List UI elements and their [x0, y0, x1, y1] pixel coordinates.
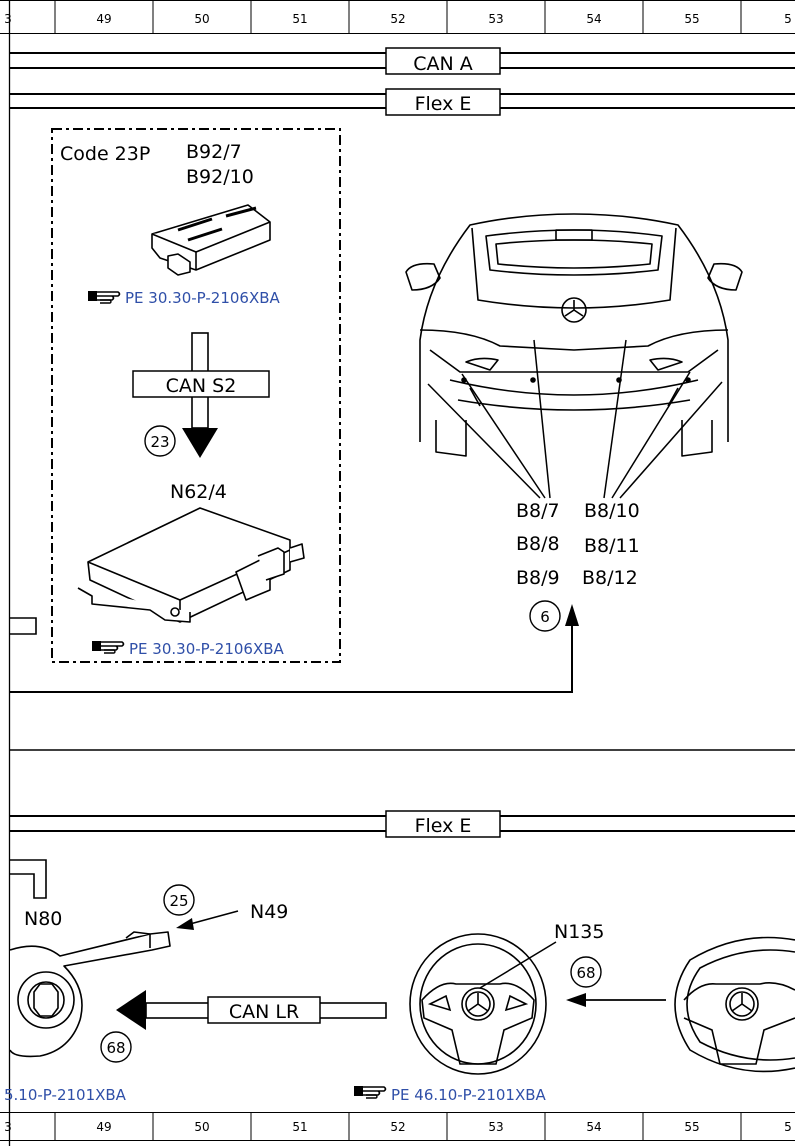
ruler-cell: 54 [586, 12, 601, 26]
ruler-cell: 50 [194, 12, 209, 26]
control-unit-drawing [77, 507, 305, 623]
code-23p-group: Code 23P B92/7 B92/10 PE 30.30-P-2106XBA… [51, 128, 341, 663]
ruler-cell: 3 [4, 1120, 12, 1134]
reference-link-1[interactable]: PE 30.30-P-2106XBA [125, 289, 281, 307]
reference-link-2[interactable]: PE 30.30-P-2106XBA [129, 640, 285, 658]
sensor-b8-8: B8/8 [516, 533, 560, 555]
ruler-cell: 5 [784, 12, 792, 26]
car-rear-drawing [405, 213, 743, 457]
can-lr-arrow: CAN LR [116, 990, 387, 1030]
circle-68-right: 68 [576, 964, 595, 982]
ruler-cell: 52 [390, 1120, 405, 1134]
ruler-cell: 51 [292, 1120, 307, 1134]
can-a-bus: CAN A [10, 47, 795, 75]
ruler-cell: 55 [684, 1120, 699, 1134]
can-s2-arrow: CAN S2 [132, 332, 270, 458]
can-a-label: CAN A [413, 53, 473, 75]
ruler-cell: 51 [292, 12, 307, 26]
ruler-cell: 3 [4, 12, 12, 26]
steering-wheel-partial-drawing [674, 936, 795, 1073]
module-n80: N80 [24, 908, 62, 930]
flex-e-bottom-label: Flex E [415, 815, 472, 837]
flex-e-bus-top: Flex E [10, 88, 795, 116]
reference-hand-icon [91, 640, 125, 654]
module-n49: N49 [250, 901, 288, 923]
can-s2-label: CAN S2 [166, 375, 237, 397]
component-b92-10: B92/10 [186, 166, 254, 188]
code-label: Code 23P [60, 143, 150, 165]
ruler-cell: 50 [194, 1120, 209, 1134]
ruler-cell: 54 [586, 1120, 601, 1134]
ruler-cell: 49 [96, 1120, 111, 1134]
component-b92-7: B92/7 [186, 141, 242, 163]
reference-link-right[interactable]: PE 46.10-P-2101XBA [391, 1086, 547, 1104]
ruler-cell: 53 [488, 1120, 503, 1134]
sensor-b8-9: B8/9 [516, 567, 560, 589]
ruler-cell: 49 [96, 12, 111, 26]
sensor-b8-11: B8/11 [584, 535, 640, 557]
reference-hand-icon [87, 290, 121, 304]
bottom-ruler: 3 49 50 51 52 53 54 55 5 [0, 1112, 795, 1141]
flex-e-bus-bottom: Flex E [10, 810, 795, 838]
circle-68-left: 68 [106, 1039, 125, 1057]
steering-column-drawing [9, 931, 171, 1058]
sensor-b8-7: B8/7 [516, 500, 560, 522]
steering-wheel-drawing [409, 933, 547, 1075]
ruler-cell: 5 [784, 1120, 792, 1134]
reference-hand-icon [353, 1085, 387, 1099]
module-n62-4: N62/4 [170, 481, 227, 503]
ruler-cell: 53 [488, 12, 503, 26]
circle-25: 25 [169, 892, 188, 910]
sensor-b8-12: B8/12 [582, 567, 638, 589]
radar-sensor-drawing [151, 204, 271, 276]
top-ruler: 3 49 50 51 52 53 54 55 5 [0, 0, 795, 34]
ruler-cell: 52 [390, 12, 405, 26]
can-lr-label: CAN LR [229, 1001, 299, 1023]
module-n135: N135 [554, 921, 604, 943]
sensor-leader-lines [427, 339, 723, 499]
sensor-connection-line [10, 604, 579, 693]
circle-23: 23 [150, 433, 169, 451]
flex-e-top-label: Flex E [415, 93, 472, 115]
circle-6: 6 [540, 608, 550, 626]
sensor-b8-10: B8/10 [584, 500, 640, 522]
ruler-cell: 55 [684, 12, 699, 26]
reference-link-left[interactable]: 5.10-P-2101XBA [4, 1086, 127, 1104]
